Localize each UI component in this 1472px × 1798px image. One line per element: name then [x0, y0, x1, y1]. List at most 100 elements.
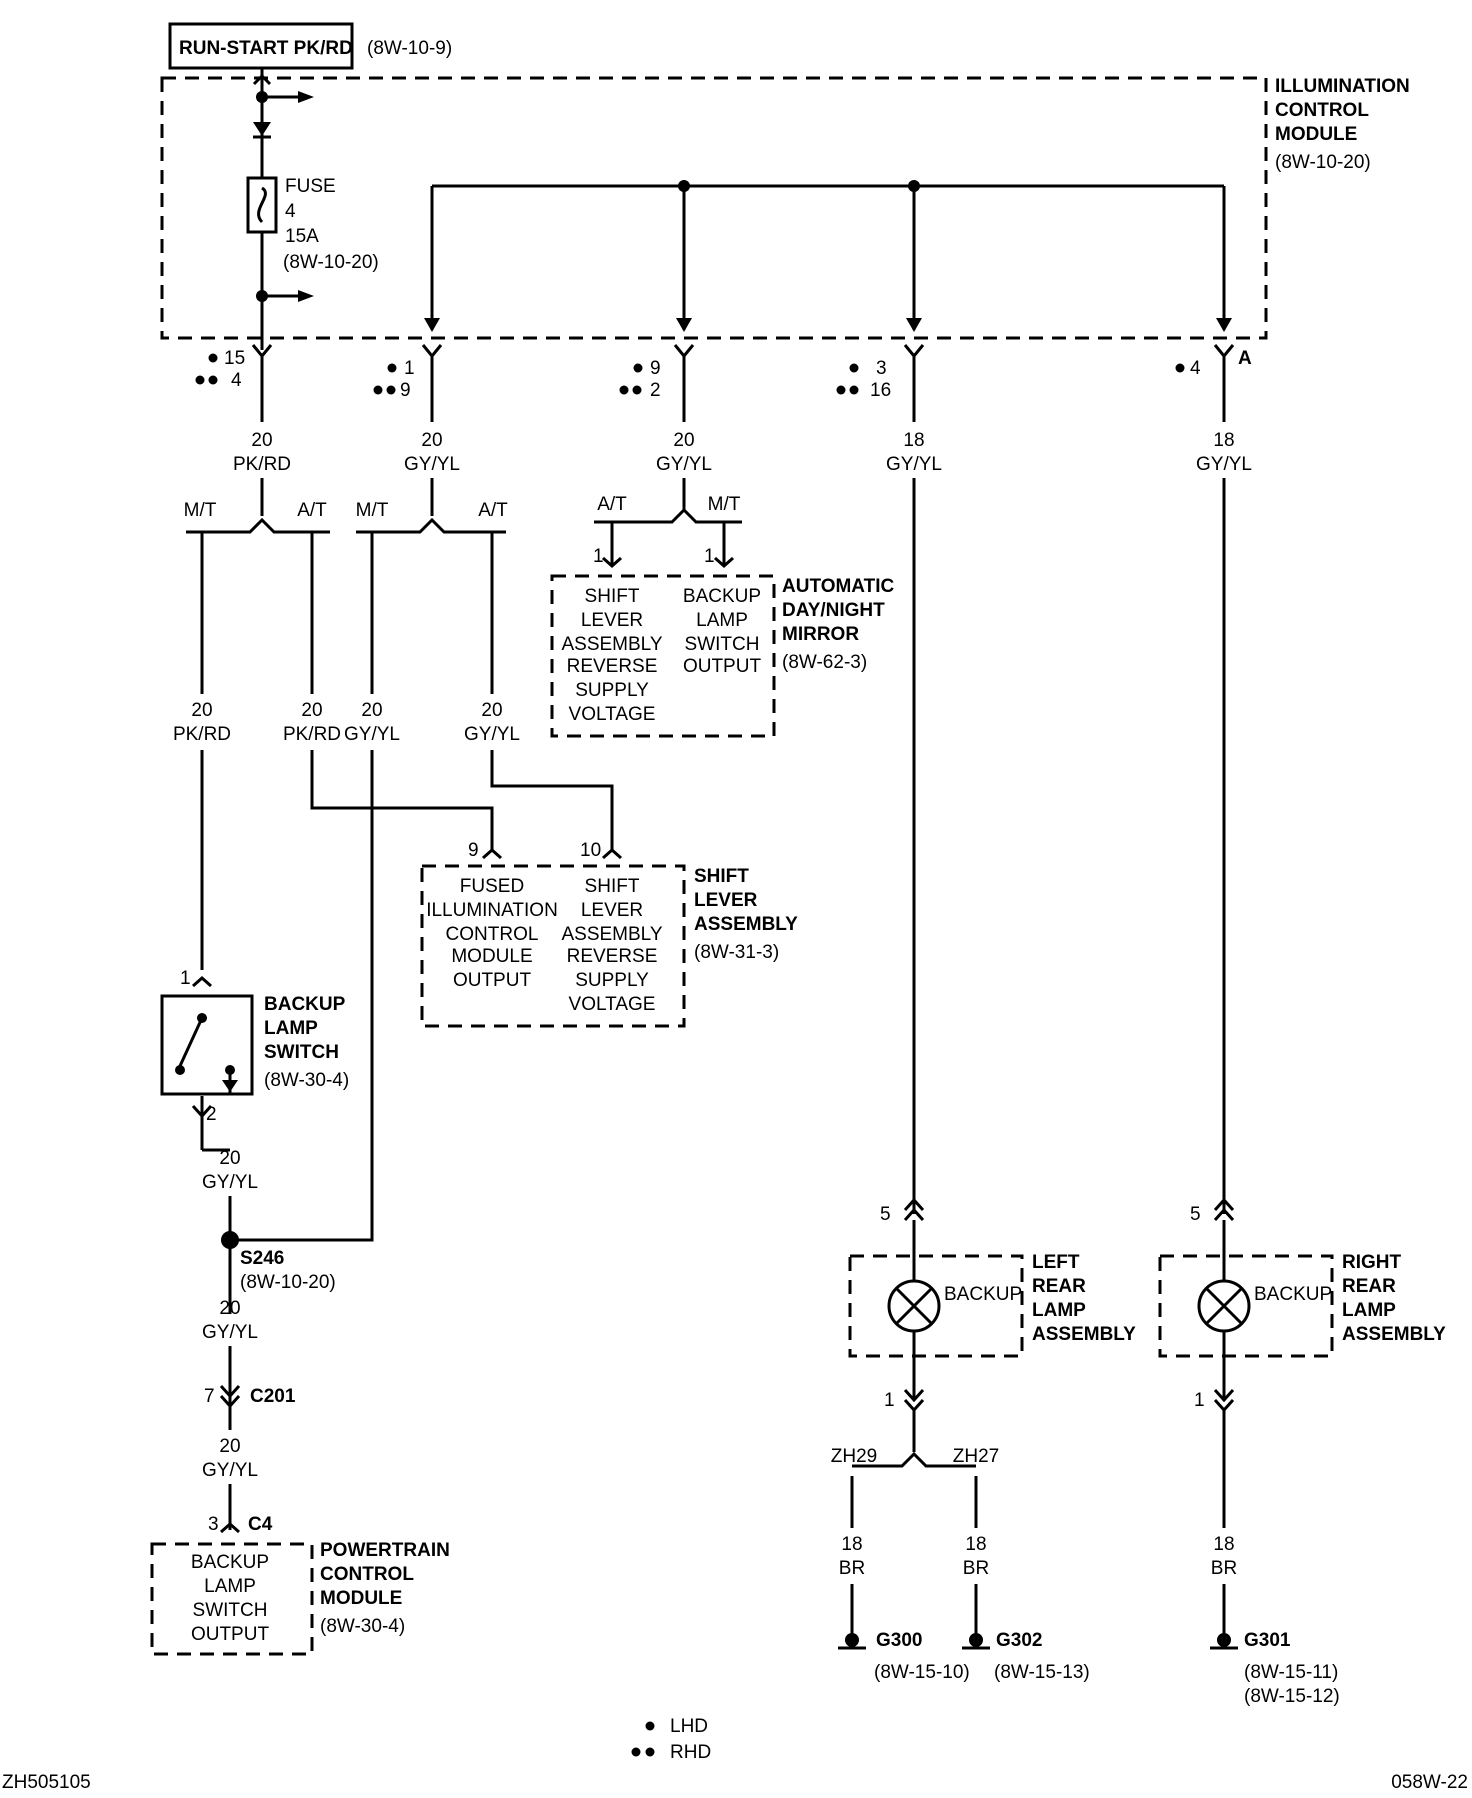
shift-lever-title-line-3: ASSEMBLY — [694, 914, 798, 935]
svg-text:LAMP: LAMP — [696, 610, 748, 631]
svg-text:ASSEMBLY: ASSEMBLY — [561, 924, 662, 945]
svg-text:LEVER: LEVER — [581, 900, 643, 921]
ground-g301-icon — [1210, 1633, 1238, 1650]
c201-name: C201 — [250, 1386, 296, 1407]
wire-2-gauge: 20 — [421, 430, 442, 451]
icm-pin-a: A — [1238, 348, 1252, 369]
left-rear-lamp-assembly-box — [848, 1254, 1024, 1358]
left-lamp-bottom-connector — [903, 1388, 925, 1403]
wire-14-color: BR — [963, 1558, 989, 1579]
svg-text:ILLUMINATION: ILLUMINATION — [426, 900, 558, 921]
mirror-pin-2: 1 — [704, 546, 715, 567]
svg-text:BACKUP: BACKUP — [683, 586, 761, 607]
icm-pin-2-lhd: 1 — [404, 358, 415, 379]
svg-text:VOLTAGE: VOLTAGE — [569, 704, 656, 725]
left-bulb-icon — [887, 1279, 941, 1333]
wire-8-gauge: 20 — [361, 700, 382, 721]
legend-rhd-dot — [631, 1747, 641, 1757]
left-lamp-title-line-2: REAR — [1032, 1276, 1086, 1297]
svg-text:LEVER: LEVER — [581, 610, 643, 631]
wire-9-gauge: 20 — [481, 700, 502, 721]
legend-rhd: RHD — [670, 1742, 711, 1763]
right-lamp-bulb-label: BACKUP — [1254, 1284, 1332, 1305]
footer-left-code: ZH505105 — [2, 1772, 91, 1793]
wire-5-gauge: 18 — [1213, 430, 1234, 451]
split-4 — [850, 1451, 978, 1528]
wire-6-color: PK/RD — [173, 724, 231, 745]
illumination-control-module-box — [160, 76, 1268, 340]
wire-5-color: GY/YL — [1196, 454, 1252, 475]
icm-pin-4-lhd: 3 — [876, 358, 887, 379]
g301-ref-2: (8W-15-12) — [1244, 1686, 1340, 1707]
mirror-title-line-2: DAY/NIGHT — [782, 600, 885, 621]
wire-12-gauge: 20 — [219, 1436, 240, 1457]
wire-11-color: GY/YL — [202, 1322, 258, 1343]
wire-4-color: GY/YL — [886, 454, 942, 475]
svg-text:SWITCH: SWITCH — [685, 634, 760, 655]
shift-lever-pin-2: 10 — [580, 840, 601, 861]
pcm-pin: 3 — [208, 1514, 219, 1535]
wire-3-gauge: 20 — [673, 430, 694, 451]
g301-name: G301 — [1244, 1630, 1291, 1651]
mirror-feeds — [602, 522, 734, 569]
right-lamp-bottom-connector — [1213, 1388, 1235, 1403]
shift-lever-pin-1-connector — [482, 847, 502, 860]
wire-10-gauge: 20 — [219, 1148, 240, 1169]
pcm-connector-name: C4 — [248, 1514, 273, 1535]
icm-connectors — [251, 344, 1235, 359]
svg-text:REVERSE: REVERSE — [567, 656, 658, 677]
icm-pin-4-rhd: 16 — [870, 380, 891, 401]
wire-11-gauge: 20 — [219, 1298, 240, 1319]
ground-g302-icon — [962, 1633, 990, 1650]
icm-pin-3-rhd: 2 — [650, 380, 661, 401]
split-1-right: A/T — [297, 500, 327, 521]
right-lamp-title-line-2: REAR — [1342, 1276, 1396, 1297]
left-lamp-title-line-4: ASSEMBLY — [1032, 1324, 1136, 1345]
mirror-cell-1: SHIFT LEVER ASSEMBLY REVERSE SUPPLY VOLT… — [561, 586, 662, 725]
svg-text:OUTPUT: OUTPUT — [453, 970, 532, 991]
right-rear-lamp-assembly-box — [1158, 1254, 1334, 1358]
right-lamp-pin-top: 5 — [1190, 1204, 1201, 1225]
wire-13-gauge: 18 — [841, 1534, 862, 1555]
svg-text:REVERSE: REVERSE — [567, 946, 658, 967]
icm-title-line-2: CONTROL — [1275, 100, 1369, 121]
split-1-left: M/T — [184, 500, 217, 521]
split-3-left: A/T — [597, 494, 627, 515]
left-lamp-bulb-label: BACKUP — [944, 1284, 1022, 1305]
svg-text:FUSED: FUSED — [460, 876, 524, 897]
svg-text:LAMP: LAMP — [204, 1576, 256, 1597]
split-1 — [186, 478, 330, 534]
g301-ref-1: (8W-15-11) — [1244, 1662, 1338, 1683]
pcm-title-line-1: POWERTRAIN — [320, 1540, 450, 1561]
wire-2-color: GY/YL — [404, 454, 460, 475]
wire-13-color: BR — [839, 1558, 865, 1579]
svg-text:SUPPLY: SUPPLY — [575, 680, 649, 701]
left-lamp-title-line-3: LAMP — [1032, 1300, 1086, 1321]
right-lamp-title-line-3: LAMP — [1342, 1300, 1396, 1321]
splice-ref: (8W-10-20) — [240, 1272, 336, 1293]
pcm-title-line-2: CONTROL — [320, 1564, 414, 1585]
fuse-ref: (8W-10-20) — [283, 252, 379, 273]
g302-name: G302 — [996, 1630, 1042, 1651]
right-lamp-title-line-4: ASSEMBLY — [1342, 1324, 1446, 1345]
wire-7-gauge: 20 — [301, 700, 322, 721]
svg-text:SUPPLY: SUPPLY — [575, 970, 649, 991]
mirror-title-line-3: MIRROR — [782, 624, 859, 645]
run-start-label: RUN-START PK/RD — [179, 38, 353, 59]
wire-7-color: PK/RD — [283, 724, 341, 745]
svg-text:ASSEMBLY: ASSEMBLY — [561, 634, 662, 655]
shift-lever-pin-2-connector — [602, 847, 622, 860]
backup-switch-title-line-1: BACKUP — [264, 994, 346, 1015]
fuse-rating: 15A — [285, 226, 319, 247]
branch-wires — [200, 532, 494, 694]
pcm-ref: (8W-30-4) — [320, 1616, 405, 1637]
icm-pin-1-lhd: 15 — [224, 348, 245, 369]
mirror-cell-2: BACKUP LAMP SWITCH OUTPUT — [683, 586, 762, 677]
svg-text:CONTROL: CONTROL — [446, 924, 539, 945]
switch-contact-icon — [175, 1013, 238, 1094]
split-2-right: A/T — [478, 500, 508, 521]
backup-switch-title-line-3: SWITCH — [264, 1042, 339, 1063]
wire-10-color: GY/YL — [202, 1172, 258, 1193]
